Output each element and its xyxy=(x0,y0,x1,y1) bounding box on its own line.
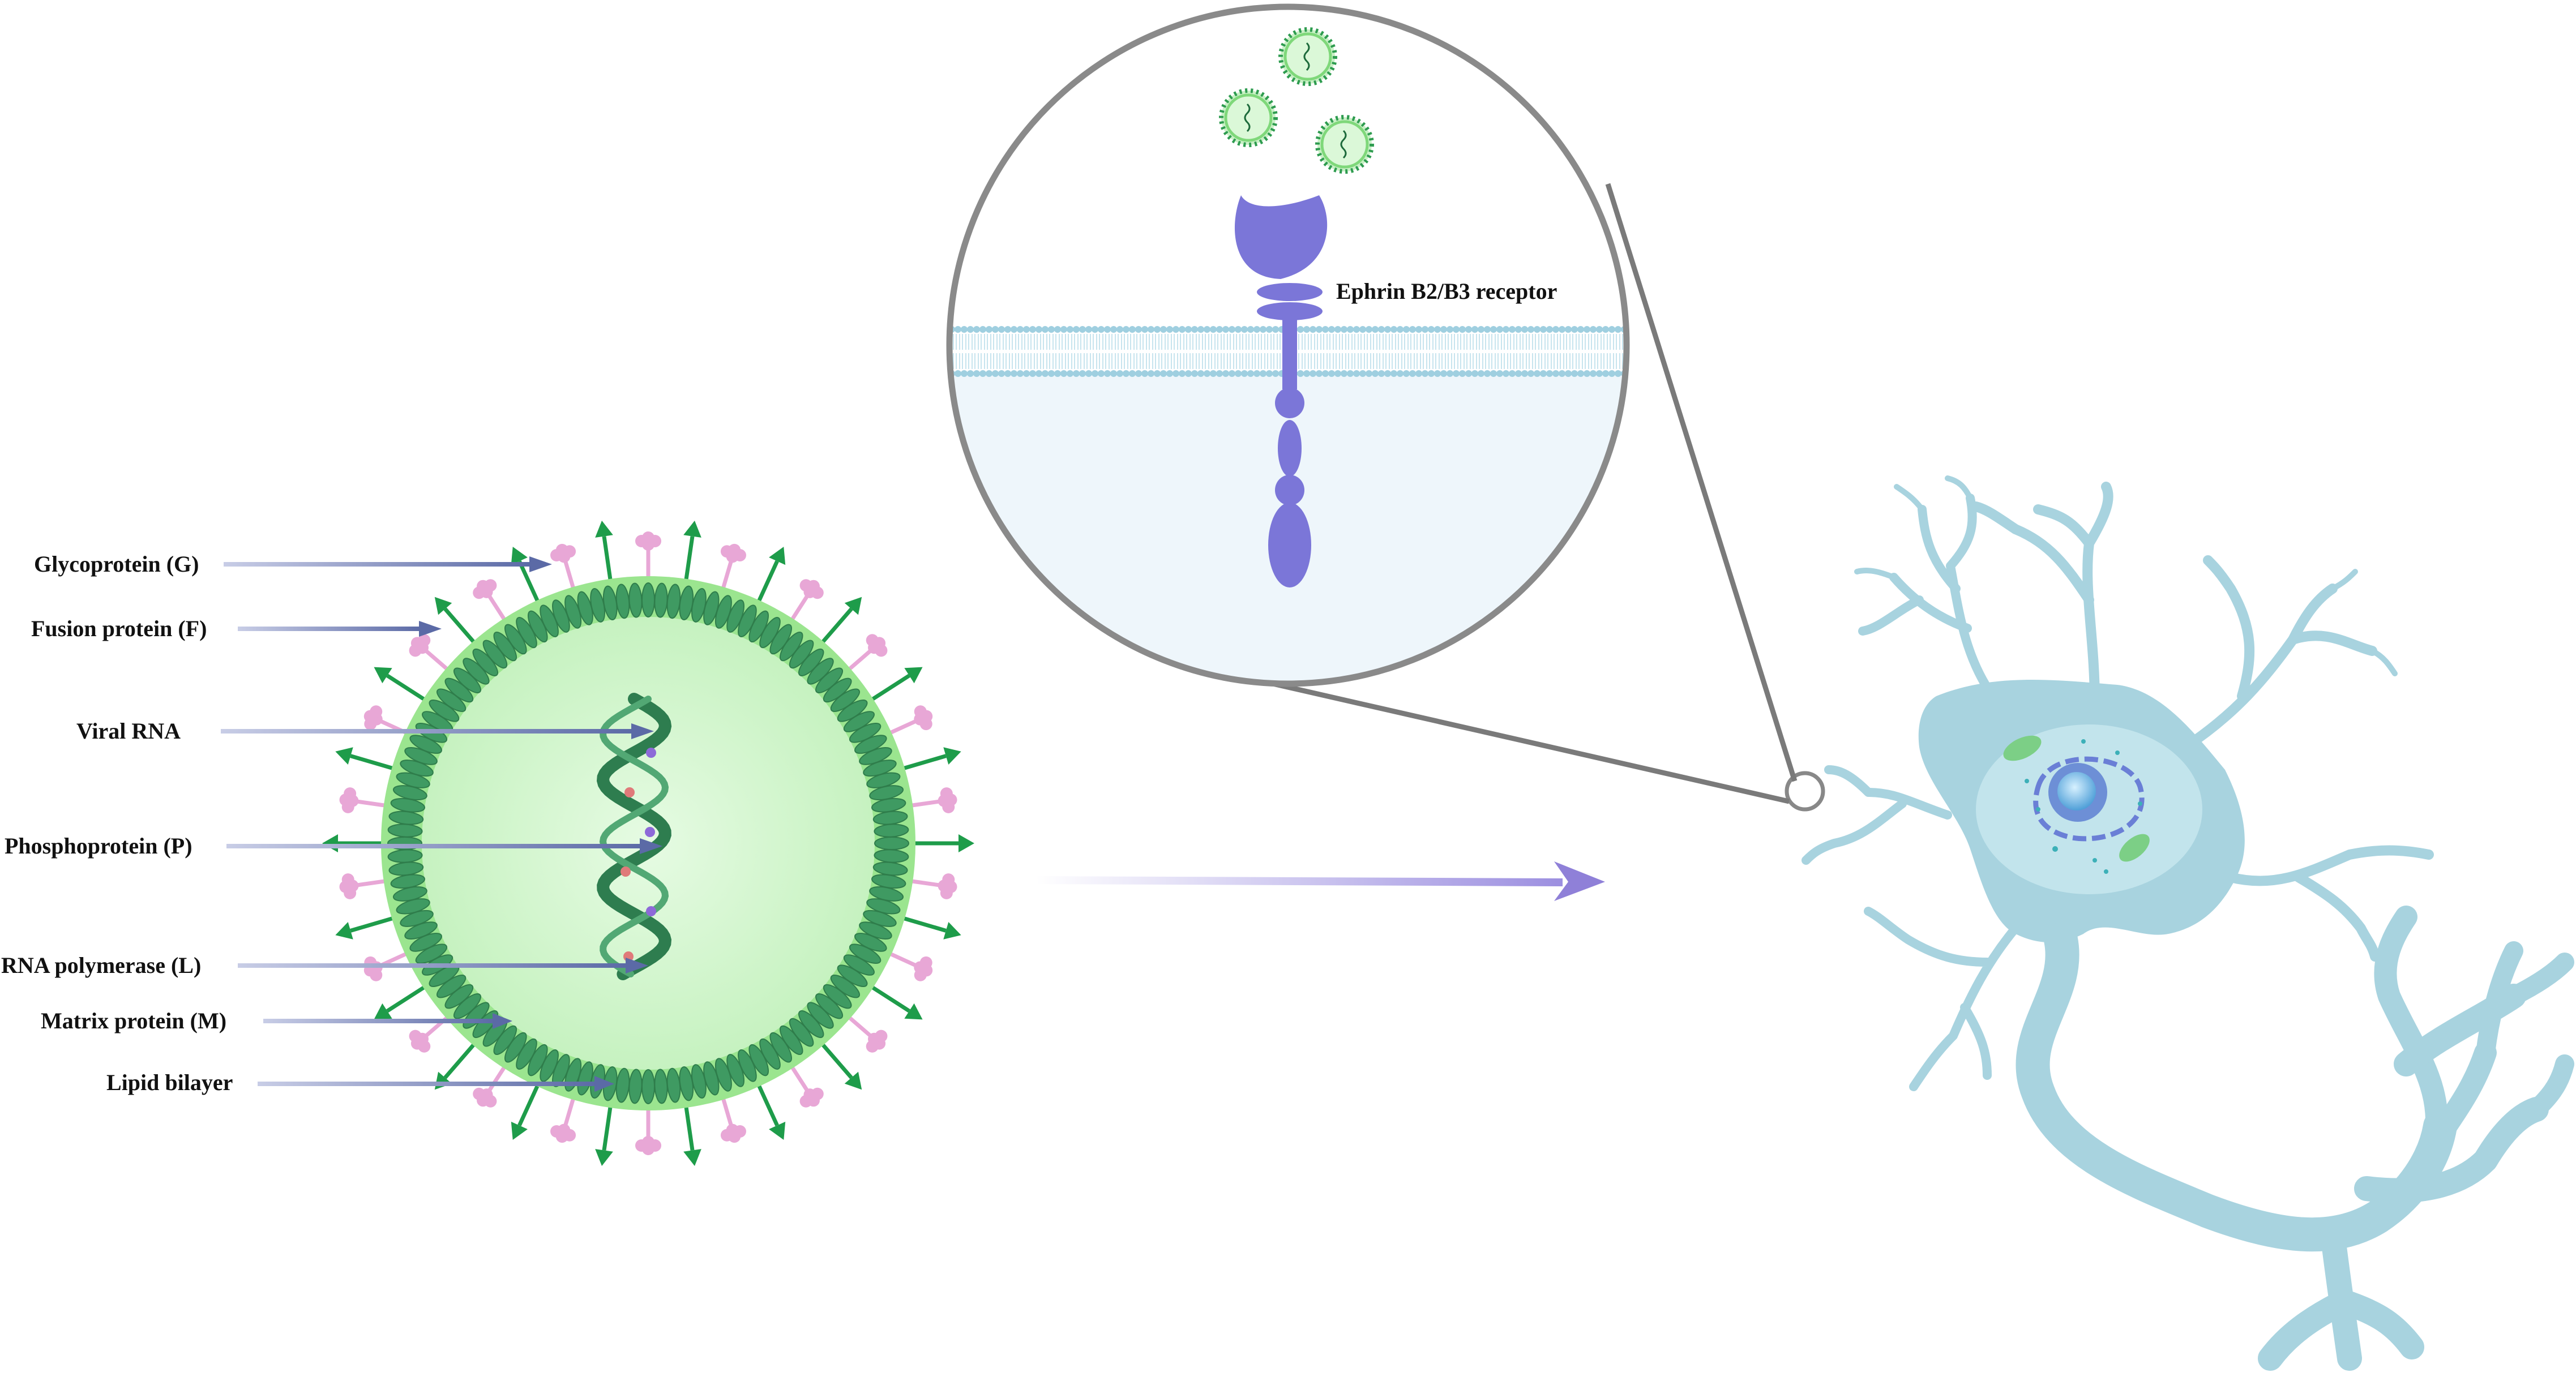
neuron-mitochondrion-1 xyxy=(2003,735,2042,761)
label-ephrin-receptor: Ephrin B2/B3 receptor xyxy=(1336,278,1557,304)
free-virion-3 xyxy=(1315,115,1374,174)
glycoprotein-spike xyxy=(511,547,540,603)
fusion-protein-spike xyxy=(790,579,824,622)
glycoprotein-spike xyxy=(335,747,395,771)
fusion-protein-spike xyxy=(409,634,450,672)
glycoprotein-spike xyxy=(756,1083,786,1140)
free-virion-2 xyxy=(1219,88,1278,147)
magnifier-rim xyxy=(946,3,1630,687)
transition-arrow xyxy=(1036,861,1605,901)
fusion-protein-spike xyxy=(635,1108,661,1155)
glycoprotein-spike xyxy=(595,1105,613,1166)
label-phosphoprotein: Phosphoprotein (P) xyxy=(5,833,192,859)
fusion-protein-spike xyxy=(473,579,507,622)
glycoprotein-spike xyxy=(870,667,923,702)
glycoprotein-spike xyxy=(322,834,383,852)
arrow-matrix-protein xyxy=(263,1013,512,1029)
label-arrows xyxy=(221,556,662,1092)
glycoprotein-spike xyxy=(756,547,786,603)
label-glycoprotein: Glycoprotein (G) xyxy=(34,551,199,577)
label-matrix-protein: Matrix protein (M) xyxy=(41,1008,226,1033)
viral-rna-helix xyxy=(596,693,672,980)
magnifier-cone xyxy=(1264,183,1798,804)
fusion-protein-spike xyxy=(550,1097,576,1143)
label-fusion-protein: Fusion protein (F) xyxy=(31,616,207,641)
free-virion-1 xyxy=(1278,27,1337,86)
arrow-viral-rna xyxy=(221,723,654,739)
glycoprotein-spike xyxy=(595,520,613,582)
glycoprotein-spike xyxy=(870,985,923,1020)
neuron-nucleolus xyxy=(2057,772,2096,810)
neuron-mitochondrion-2 xyxy=(2119,834,2150,862)
matrix-protein-ring xyxy=(387,582,909,1104)
neuron-axon xyxy=(2016,923,2457,1252)
fusion-protein-spike xyxy=(720,543,746,590)
fusion-protein-spike xyxy=(888,705,933,735)
glycoprotein-spike xyxy=(511,1083,540,1140)
neuron-vesicles xyxy=(2025,739,2142,874)
glycoprotein-spike xyxy=(902,747,961,771)
label-rna-polymerase: RNA polymerase (L) xyxy=(1,953,201,978)
arrow-glycoprotein xyxy=(224,556,552,572)
label-viral-rna: Viral RNA xyxy=(76,718,181,744)
neuron-dendrites xyxy=(1802,475,2434,1091)
glycoprotein-spike xyxy=(902,916,961,940)
glycoprotein-spike xyxy=(820,597,862,645)
fusion-protein-spike xyxy=(790,1065,824,1108)
fusion-protein-spike xyxy=(473,1065,507,1108)
axon-terminal-branches xyxy=(2258,906,2574,1371)
fusion-protein-spike xyxy=(847,634,888,672)
label-lipid-bilayer: Lipid bilayer xyxy=(106,1070,233,1095)
fusion-protein-spike xyxy=(847,1015,888,1053)
glycoprotein-spike xyxy=(374,985,427,1020)
magnifier-callout: Ephrin B2/B3 receptor xyxy=(946,3,1798,804)
neuron xyxy=(1785,475,2574,1371)
neuron-zoom-origin-marker xyxy=(1785,771,1825,812)
fusion-protein-spike xyxy=(550,543,576,590)
arrow-fusion-protein xyxy=(238,621,442,637)
glycoprotein-spike xyxy=(434,597,477,645)
fusion-protein-spike xyxy=(910,873,957,899)
glycoprotein-spike xyxy=(374,667,427,702)
glycoprotein-spike xyxy=(683,520,701,582)
fusion-protein-spike xyxy=(720,1097,746,1143)
fusion-protein-spike xyxy=(888,951,933,981)
fusion-protein-spike xyxy=(339,787,387,813)
fusion-protein-spike xyxy=(339,873,387,899)
ephrin-receptor xyxy=(1234,195,1328,587)
component-labels: Glycoprotein (G) Fusion protein (F) Vira… xyxy=(1,551,233,1095)
arrow-phosphoprotein xyxy=(226,838,662,854)
glycoprotein-spike xyxy=(913,834,974,852)
cell-membrane xyxy=(949,326,1627,377)
glycoprotein-spike xyxy=(683,1105,701,1166)
glycoprotein-spike xyxy=(820,1042,862,1090)
arrow-lipid-bilayer xyxy=(258,1076,614,1092)
fusion-protein-spike xyxy=(635,531,661,578)
neuron-nuclear-envelope xyxy=(2033,756,2145,842)
glycoprotein-spike xyxy=(335,916,395,940)
fusion-protein-spike xyxy=(910,787,957,813)
glycoprotein-spike xyxy=(434,1042,477,1090)
arrow-rna-polymerase xyxy=(238,958,648,973)
